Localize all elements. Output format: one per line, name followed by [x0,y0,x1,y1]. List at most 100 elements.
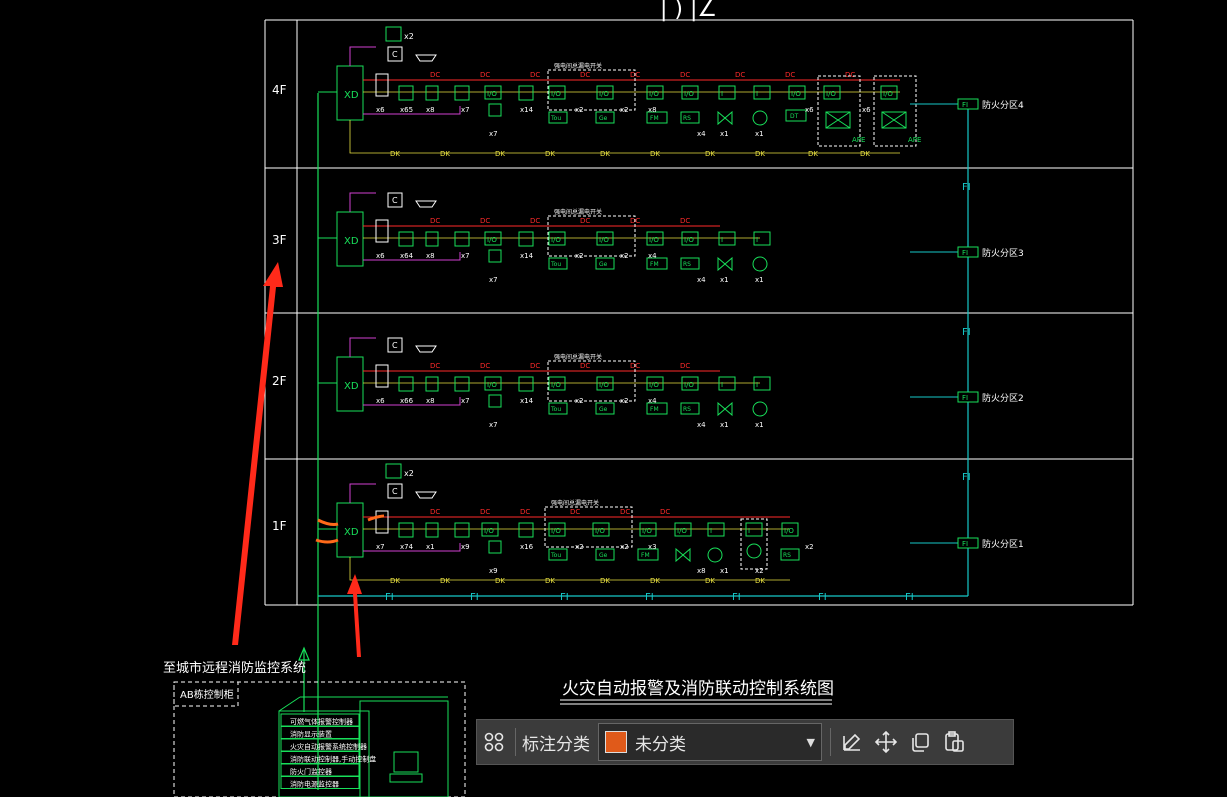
floor-label-4f: 4F [272,83,287,97]
io-module-icon [484,376,502,391]
dc-bus-label: DC [580,71,590,79]
edit-icon[interactable] [835,725,869,759]
category-select[interactable]: 未分类 ▼ [598,723,822,761]
io-module-label: I [748,527,750,535]
heat-detector-icon [425,231,439,247]
svg-text:FI: FI [732,592,741,603]
fire-zone-label: 防火分区3 [982,247,1024,259]
hydrant-button-icon [518,231,534,247]
device-count-label: x6 [376,252,385,260]
svg-text:FI: FI [645,592,654,603]
device-count-label: x7 [376,543,385,551]
fire-damper-icon [637,548,659,561]
io-module-label: I [756,381,758,389]
fan-device-icon [548,548,568,561]
control-room-label: AB栋控制柜 [180,688,234,701]
io-module-icon [674,522,692,537]
dk-bus-line [349,120,900,154]
cabinet-item-box [280,776,360,789]
device-count-label: x7 [461,397,470,405]
device-count-label: x74 [400,543,414,551]
broadcast-device-icon [385,463,402,479]
io-module-icon [596,376,614,391]
shutter-device-label: RS [683,406,691,413]
fan-device-label: Tou [550,115,561,122]
annotation-toolbar: 标注分类 未分类 ▼ [476,719,1014,765]
io-module-icon [718,231,736,246]
device-count-label: x1 [755,130,764,138]
device-count-label: x1 [755,421,764,429]
io-module-icon [880,85,898,100]
top-title-fragment: | ) |∠ [660,0,717,22]
grid-layout-icon[interactable] [477,725,511,759]
remote-monitor-label: 至城市远程消防监控系统 [163,660,306,676]
flow-indicator-icon [752,256,768,272]
shutter-device-icon [680,257,700,270]
fan-device-icon [548,402,568,415]
io-module-icon [484,85,502,100]
input-module-icon [375,510,389,534]
power-cutoff-icon [825,111,851,129]
move-icon[interactable] [869,725,903,759]
sounder-icon [488,394,502,408]
leakage-group-label: 强电间总漏电开关 [554,353,602,361]
dc-bus-label: DC [680,71,690,79]
cabinet-item-label: 防火门监控器 [290,767,332,776]
io-module-icon [548,85,566,100]
device-count-label: x6 [376,397,385,405]
sounder-icon [488,249,502,263]
io-module-icon [718,376,736,391]
alarm-button-icon [454,231,470,247]
device-count-label: x66 [400,397,414,405]
input-module-icon [375,73,389,97]
control-module-label: C [392,487,398,496]
device-count-label: x2 [620,543,629,551]
fan-device-icon [548,257,568,270]
copy-icon[interactable] [903,725,937,759]
io-module-label: I [721,381,723,389]
drawing-title: 火灾自动报警及消防联动控制系统图 [562,679,834,699]
io-module-label: I/O [883,90,893,98]
dc-bus-label: DC [430,362,440,370]
smoke-detector-icon [398,522,414,538]
paste-icon[interactable] [937,725,971,759]
dc-bus-label: DC [480,217,490,225]
gas-device-icon [595,402,615,415]
dk-bus-label: DK [755,150,765,158]
dc-bus-label: DC [530,217,540,225]
io-module-icon [596,85,614,100]
input-module-icon [375,219,389,243]
flow-indicator-icon [707,547,723,563]
zone-fi-box [957,391,979,403]
fan-device-label: Tou [550,406,561,413]
fan-device-icon [548,111,568,124]
smoke-detector-icon [398,376,414,392]
device-count-label: x2 [805,543,814,551]
device-count-label: x14 [520,252,534,260]
device-count-label: x8 [426,106,435,114]
dc-bus-label: DC [570,508,580,516]
control-module-icon [387,192,403,208]
xd-panel-label: XD [344,236,359,247]
cabinet-item-label: 消防联动控制器,手动控制盘 [290,755,376,764]
dk-bus-label: DK [545,150,555,158]
power-cutoff-icon [881,111,907,129]
io-module-label: I [721,90,723,98]
speaker-icon [415,491,437,499]
device-count-label: x1 [720,421,729,429]
device-count-label: x1 [720,130,729,138]
elevator-device-label: DT [790,113,799,120]
dc-bus-label: DC [520,508,530,516]
io-module-label: I/O [487,381,497,389]
dk-bus-label: DK [600,577,610,585]
speaker-icon [415,345,437,353]
flow-indicator-icon [752,401,768,417]
alarm-button-icon [454,85,470,101]
leakage-group-box [547,360,636,402]
leakage-group-box [547,69,636,111]
svg-text:FI: FI [962,182,971,193]
